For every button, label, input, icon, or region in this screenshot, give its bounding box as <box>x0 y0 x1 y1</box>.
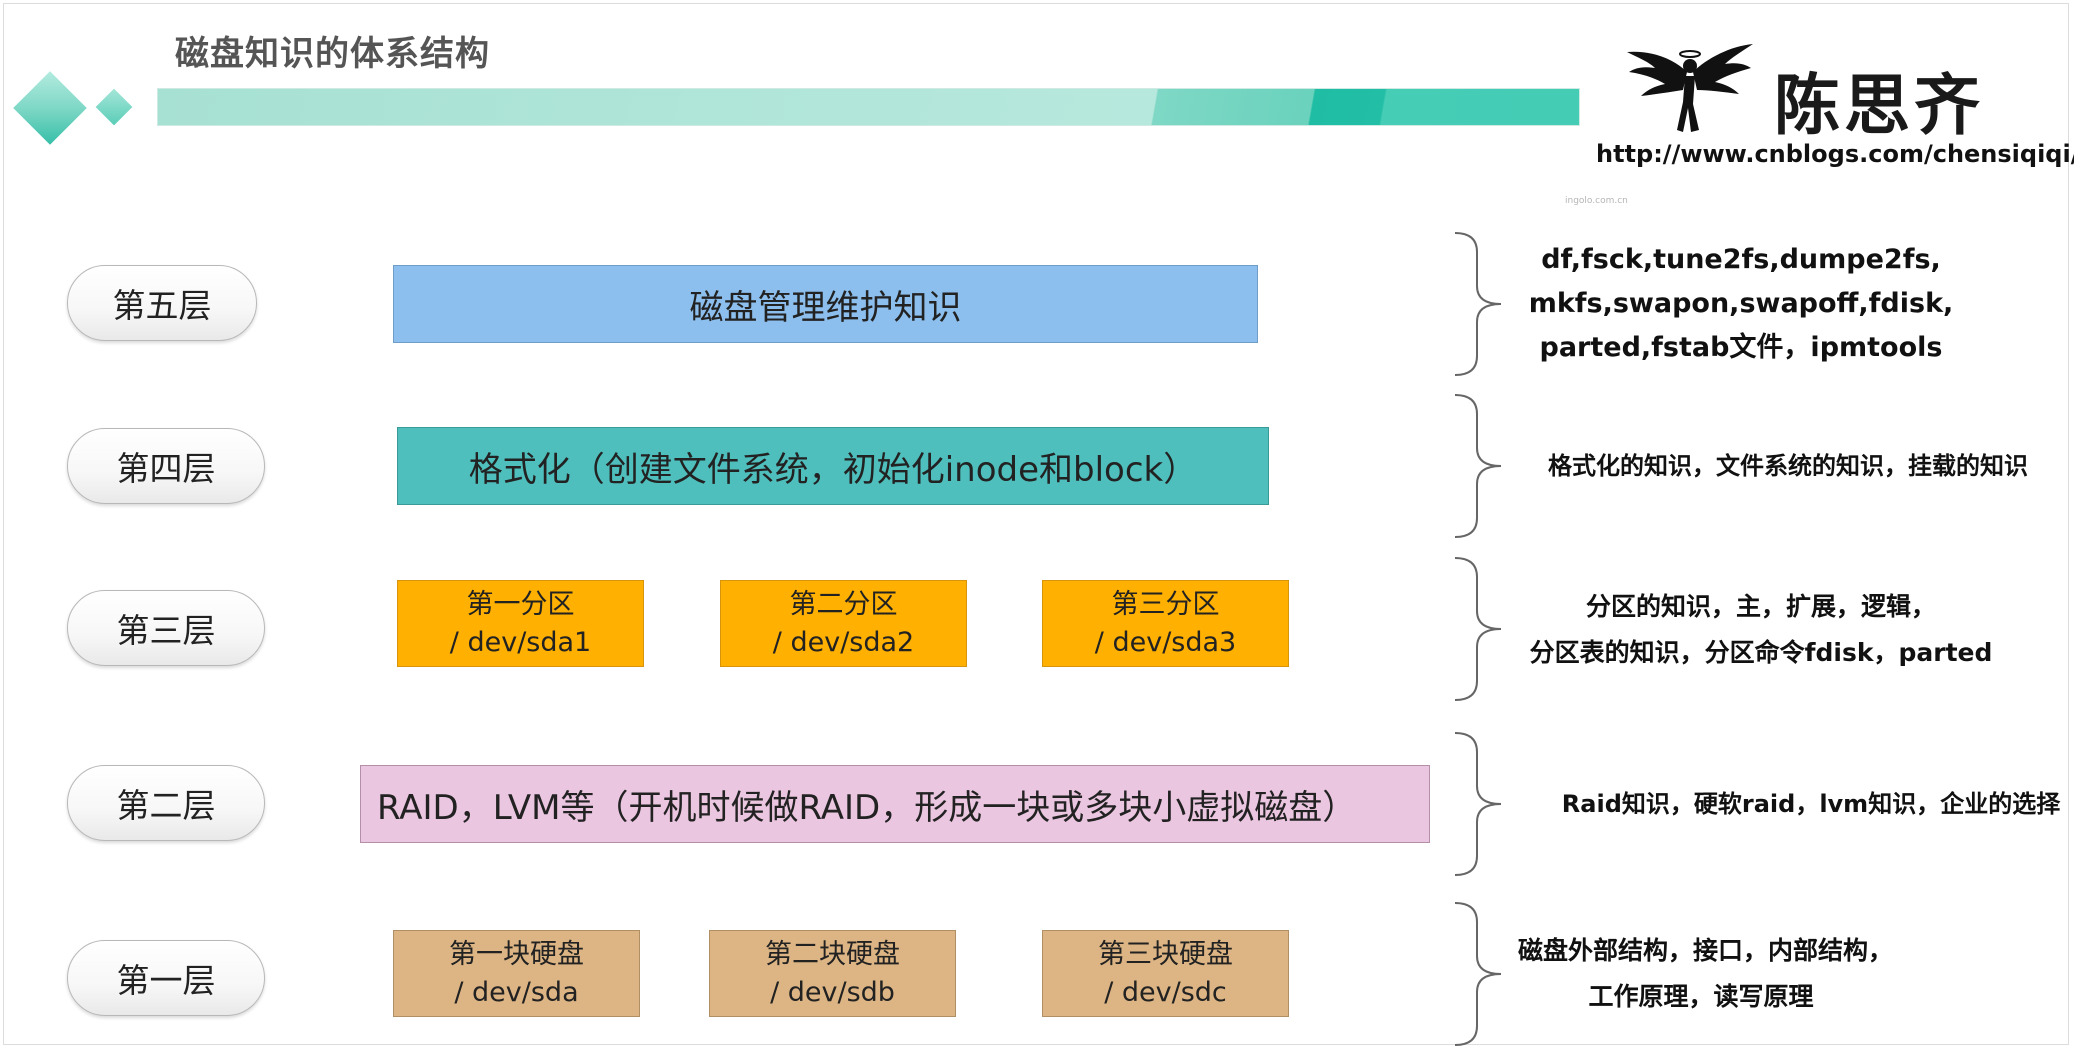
layer5-note-line-3: parted,fstab文件，ipmtools <box>1539 332 1943 363</box>
layer1-note-line-2: 工作原理，读写原理 <box>1588 982 1814 1011</box>
layer5-box-disk-maintenance: 磁盘管理维护知识 <box>393 265 1258 343</box>
layer5-notes: df,fsck,tune2fs,dumpe2fs, mkfs,swapon,sw… <box>1518 238 2074 370</box>
layer3-note-line-1: 分区的知识，主，扩展，逻辑， <box>1585 592 1936 621</box>
layer1-disk-3: 第三块硬盘 / dev/sdc <box>1042 930 1289 1017</box>
layer1-disk-1: 第一块硬盘 / dev/sda <box>393 930 640 1017</box>
layer2-brace <box>1454 732 1502 876</box>
watermark: ingolo.com.cn <box>1565 196 1628 206</box>
disk-1-device: / dev/sda <box>454 976 579 1008</box>
partition-2-device: / dev/sda2 <box>772 626 915 658</box>
layer-label-5: 第五层 <box>67 265 257 341</box>
brand-name: 陈思齐 <box>1774 67 1984 144</box>
brand-url: http://www.cnblogs.com/chensiqiqi/ <box>1596 140 2074 168</box>
layer3-partition-2: 第二分区 / dev/sda2 <box>720 580 967 667</box>
layer5-note-line-1: df,fsck,tune2fs,dumpe2fs, <box>1541 244 1941 275</box>
layer4-note-line-1: 格式化的知识，文件系统的知识，挂载的知识 <box>1548 452 2028 480</box>
layer3-partition-3: 第三分区 / dev/sda3 <box>1042 580 1289 667</box>
slide-frame <box>3 3 2069 1045</box>
page-title: 磁盘知识的体系结构 <box>175 34 490 74</box>
partition-3-device: / dev/sda3 <box>1094 626 1237 658</box>
layer4-notes: 格式化的知识，文件系统的知识，挂载的知识 <box>1518 448 2074 484</box>
layer3-note-line-2: 分区表的知识，分区命令fdisk，parted <box>1529 638 1993 667</box>
disk-3-device: / dev/sdc <box>1104 976 1227 1008</box>
partition-1-device: / dev/sda1 <box>449 626 592 658</box>
title-bar-decoration <box>157 88 1580 126</box>
partition-3-name: 第三分区 <box>1111 588 1220 620</box>
layer1-disk-2: 第二块硬盘 / dev/sdb <box>709 930 956 1017</box>
layer2-note-line-1: Raid知识，硬软raid，lvm知识，企业的选择 <box>1561 790 2061 818</box>
layer-label-2: 第二层 <box>67 765 265 841</box>
layer2-notes: Raid知识，硬软raid，lvm知识，企业的选择 <box>1518 786 2074 822</box>
layer3-brace <box>1454 557 1502 701</box>
disk-3-name: 第三块硬盘 <box>1098 938 1233 970</box>
layer2-box-raid-lvm: RAID，LVM等（开机时候做RAID，形成一块或多块小虚拟磁盘） <box>360 765 1430 843</box>
angel-wings-logo-icon <box>1627 44 1753 132</box>
layer3-partition-1: 第一分区 / dev/sda1 <box>397 580 644 667</box>
layer-label-3: 第三层 <box>67 590 265 666</box>
layer4-box-formatting: 格式化（创建文件系统，初始化inode和block） <box>397 427 1269 505</box>
partition-1-name: 第一分区 <box>466 588 575 620</box>
layer3-notes: 分区的知识，主，扩展，逻辑， 分区表的知识，分区命令fdisk，parted <box>1518 584 2074 676</box>
layer5-brace <box>1454 232 1502 376</box>
layer1-note-line-1: 磁盘外部结构，接口，内部结构， <box>1518 936 1894 965</box>
layer1-notes: 磁盘外部结构，接口，内部结构， 工作原理，读写原理 <box>1518 928 2074 1020</box>
disk-1-name: 第一块硬盘 <box>449 938 584 970</box>
layer5-note-line-2: mkfs,swapon,swapoff,fdisk, <box>1528 288 1954 319</box>
layer4-brace <box>1454 394 1502 538</box>
disk-2-name: 第二块硬盘 <box>765 938 900 970</box>
partition-2-name: 第二分区 <box>789 588 898 620</box>
layer1-brace <box>1454 902 1502 1046</box>
layer-label-4: 第四层 <box>67 428 265 504</box>
disk-2-device: / dev/sdb <box>770 976 895 1008</box>
layer-label-1: 第一层 <box>67 940 265 1016</box>
